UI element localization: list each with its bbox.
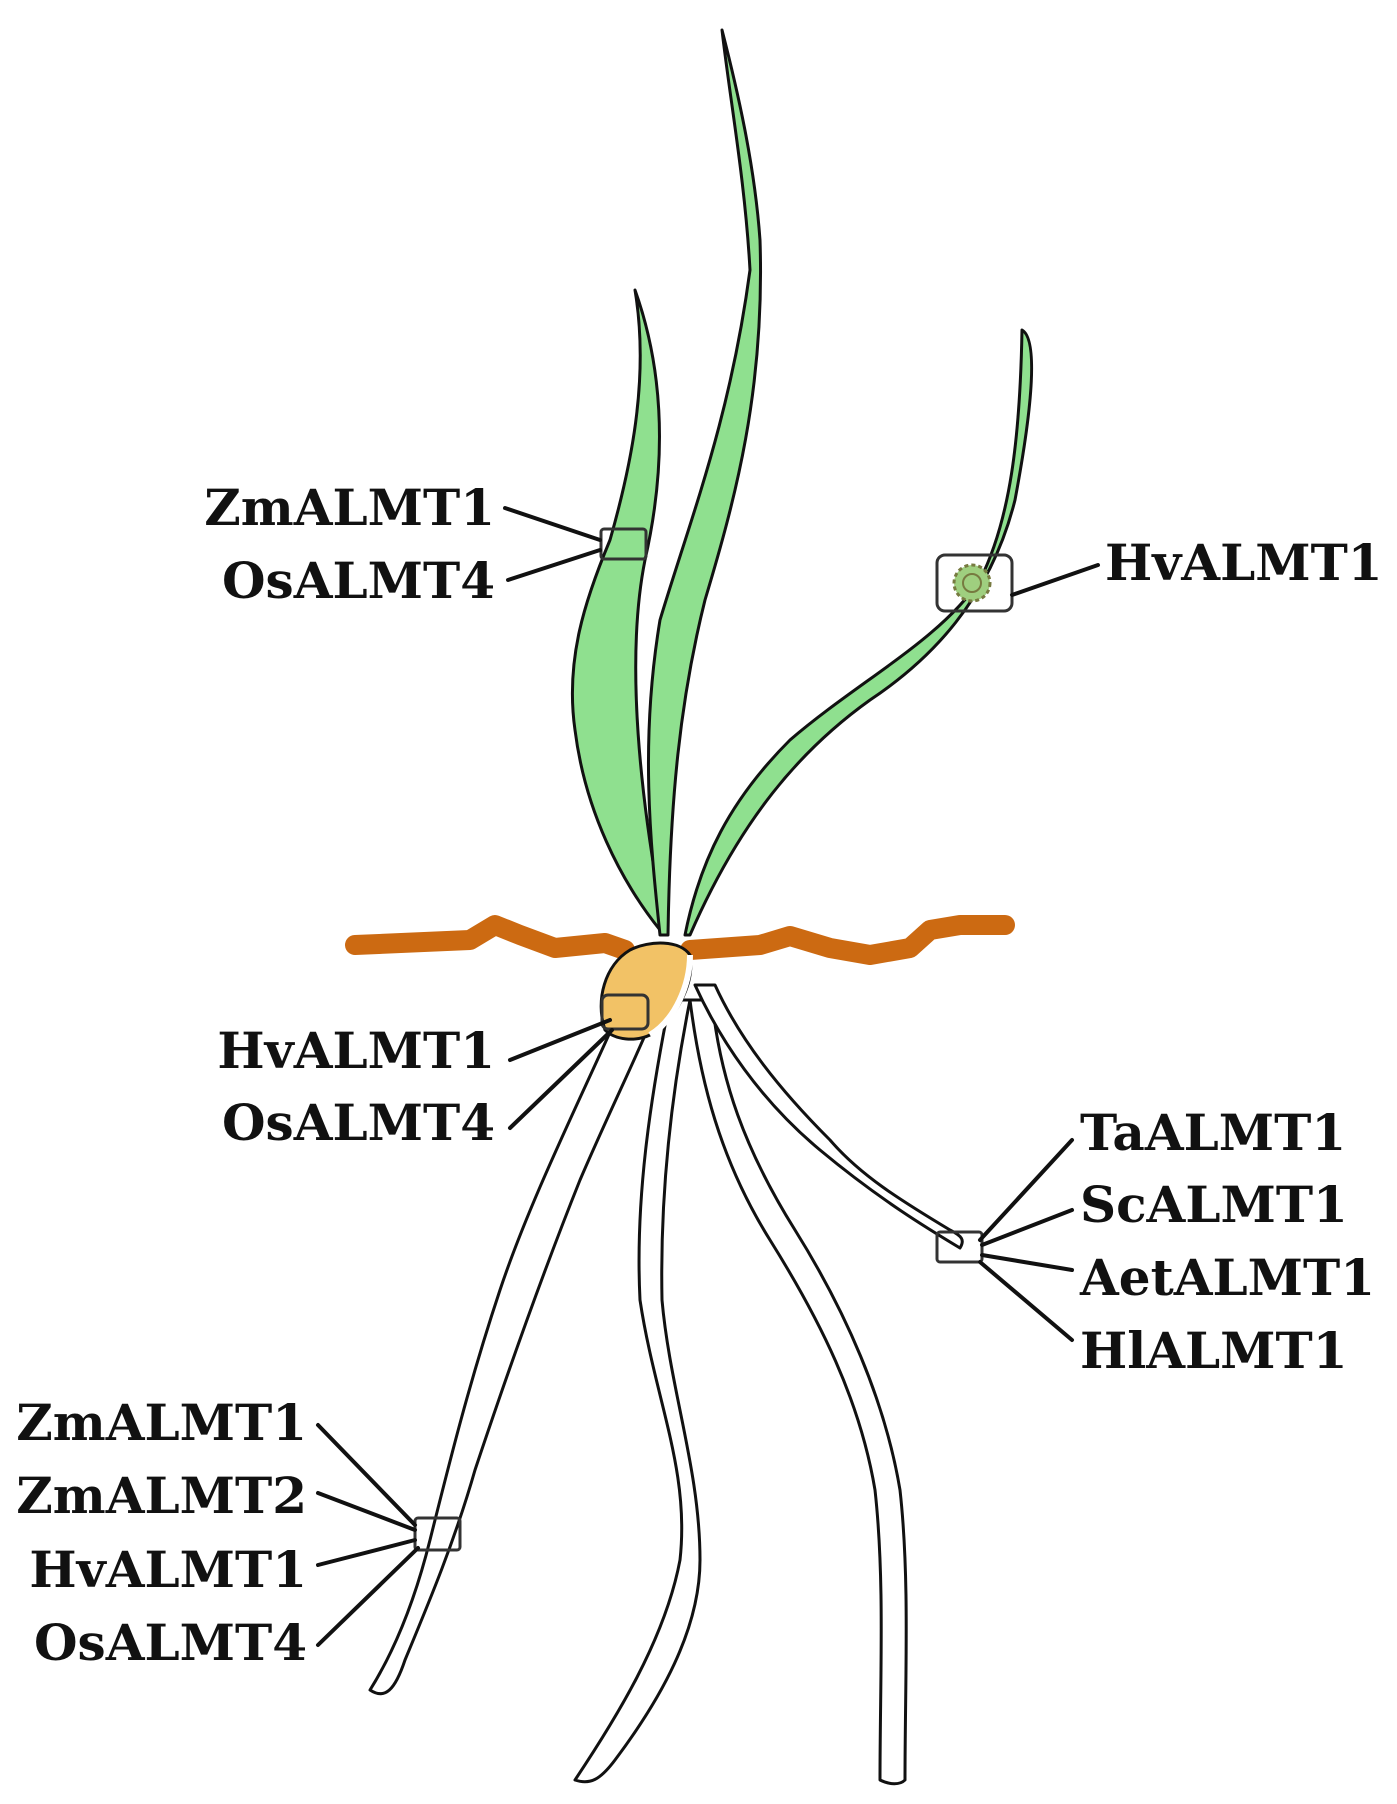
leader-line: [316, 1538, 417, 1567]
leader-line: [316, 1546, 420, 1647]
leaf-right-region-box: [935, 553, 1014, 613]
label-leaf-right-1: HvALMT1: [1105, 533, 1383, 592]
leaf-center: [646, 28, 762, 937]
leader-line: [508, 1018, 612, 1062]
label-root-left-4: OsALMT4: [34, 1613, 307, 1672]
root-right-region-box: [935, 1230, 984, 1264]
root-left-region-box: [413, 1516, 462, 1552]
label-seed-2: OsALMT4: [222, 1093, 495, 1152]
root-center-right: [688, 998, 908, 1786]
leader-line: [506, 548, 602, 582]
label-leaf-left-2: OsALMT4: [222, 551, 495, 610]
label-seed-1: HvALMT1: [217, 1021, 495, 1080]
label-root-left-3: HvALMT1: [29, 1540, 307, 1599]
root-center-left: [573, 998, 702, 1784]
label-leaf-left-1: ZmALMT1: [204, 478, 495, 537]
leader-line: [503, 506, 602, 542]
seed: [599, 941, 693, 1041]
leader-line: [316, 1491, 417, 1532]
leaf-left-region-box: [599, 527, 648, 561]
leader-line: [316, 1423, 417, 1527]
leader-line: [1010, 563, 1100, 597]
label-root-right-3: AetALMT1: [1079, 1248, 1375, 1307]
leader-line: [978, 1138, 1074, 1242]
label-root-left-1: ZmALMT1: [16, 1393, 307, 1452]
soil-line: [345, 915, 1015, 965]
leader-line: [980, 1253, 1074, 1272]
leaf-right: [683, 328, 1034, 937]
label-root-right-1: TaALMT1: [1080, 1103, 1346, 1162]
leaf-left: [570, 288, 667, 932]
root-far-left: [368, 998, 662, 1696]
leader-line: [508, 1028, 614, 1130]
leader-line: [978, 1260, 1074, 1342]
leader-line: [980, 1208, 1074, 1247]
label-root-left-2: ZmALMT2: [16, 1466, 307, 1525]
root-right: [693, 983, 964, 1250]
label-root-right-4: HlALMT1: [1080, 1321, 1348, 1380]
label-root-right-2: ScALMT1: [1080, 1175, 1348, 1234]
